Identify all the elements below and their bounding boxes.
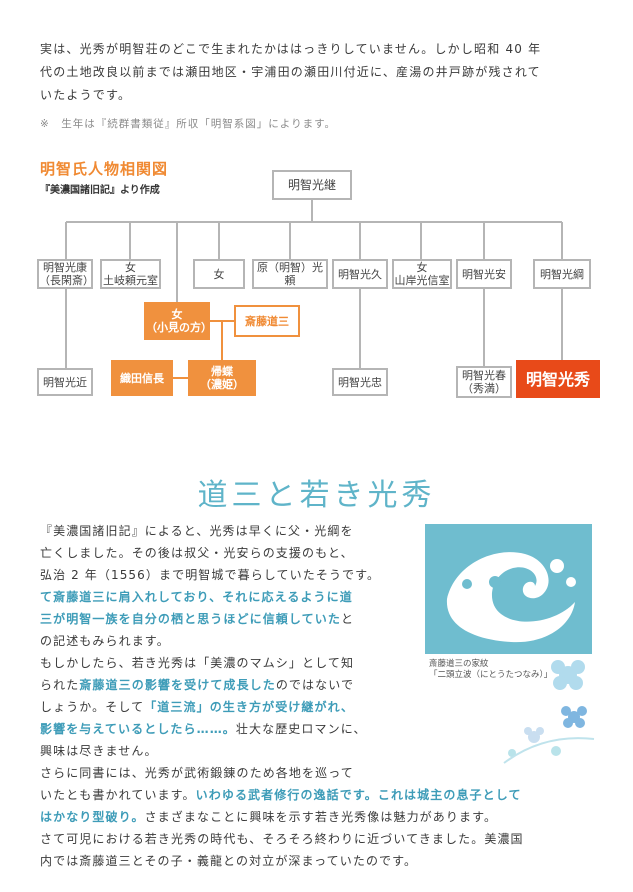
intro-line: いたようです。 — [40, 88, 132, 102]
body-line: 影響を与えているとしたら……。壮大な歴史ロマンに、 — [40, 722, 367, 736]
person-mitsutada: 明智光忠 — [332, 368, 388, 396]
person-daughter-yamagishi: 女山岸光信室 — [392, 259, 452, 289]
body-line: られた斎藤道三の影響を受けて成長したのではないで — [40, 678, 355, 692]
body-line: はかなり型破り。さまざまなことに興味を示す若き光秀像は魅力があります。 — [40, 810, 498, 824]
root-mitsutsugu: 明智光継 — [272, 170, 352, 200]
intro-line: 代の土地改良以前までは瀬田地区・宇浦田の瀬田川付近に、産湯の井戸跡が残されて — [40, 65, 541, 79]
body-line: もしかしたら、若き光秀は「美濃のマムシ」として知 — [40, 656, 355, 670]
person-mitsuhide: 明智光秀 — [516, 360, 600, 398]
body-line: 『美濃国諸旧記』によると、光秀は早くに父・光綱を — [40, 524, 354, 538]
person-mitsuhisa: 明智光久 — [332, 259, 388, 289]
body-line: の記述もみられます。 — [40, 634, 170, 648]
person-mitsuharu: 明智光春（秀満） — [456, 366, 512, 398]
person-mitsuchika: 明智光近 — [37, 368, 93, 396]
body-line: いたとも書かれています。いわゆる武者修行の逸話です。これは城主の息子として — [40, 788, 522, 802]
body-line: さて可児における若き光秀の時代も、そろそろ終わりに近づいてきました。美濃国 — [40, 832, 524, 846]
wave-crest-icon — [446, 552, 576, 643]
body-line: 内では斎藤道三とその子・義龍との対立が深まっていたのです。 — [40, 854, 418, 868]
person-mitsuyasu: 明智光康（長閑斎） — [37, 259, 94, 289]
body-line: さらに同書には、光秀が武術鍛錬のため各地を巡って — [40, 766, 354, 780]
person-mitsuyori: 原（明智）光頼 — [252, 259, 328, 289]
chart-source: 『美濃国諸旧記』より作成 — [40, 185, 160, 196]
birth-note: ※ 生年は『続群書類従』所収「明智系図」によります。 — [40, 118, 337, 130]
saito-crest-image — [425, 524, 592, 654]
person-omi-no-kata: 女（小見の方） — [144, 302, 212, 340]
body-line: 興味は尽きません。 — [40, 744, 158, 758]
body-line: 亡くしました。その後は叔父・光安らの支援のもと、 — [40, 546, 354, 560]
person-daughter: 女 — [193, 259, 245, 289]
person-mitsuyasu-an: 明智光安 — [456, 259, 512, 289]
family-tree-lines — [65, 200, 563, 379]
chart-title: 明智氏人物相関図 — [40, 160, 169, 178]
flower-decoration-icon — [503, 660, 595, 764]
person-saito-dosan: 斎藤道三 — [234, 305, 300, 337]
person-mitsutsuna: 明智光綱 — [533, 259, 591, 289]
person-kicho: 帰蝶（濃姫） — [188, 360, 256, 396]
body-line: 弘治 2 年（1556）まで明智城で暮らしていたそうです。 — [40, 568, 381, 582]
body-line-highlight: て斎藤道三に肩入れしており、それに応えるように道 — [40, 590, 353, 604]
crest-caption: 斎藤道三の家紋 「二頭立波（にとうたつなみ）」 — [429, 659, 553, 680]
intro-line: 実は、光秀が明智荘のどこで生まれたかははっきりしていません。しかし昭和 40 年 — [40, 42, 542, 56]
section-body: 『美濃国諸旧記』によると、光秀は早くに父・光綱を 亡くしました。その後は叔父・光… — [40, 520, 596, 872]
person-oda-nobunaga: 織田信長 — [111, 360, 173, 396]
body-line: 三が明智一族を自分の栖と思うほどに信頼していたと — [40, 612, 355, 626]
body-line: しょうか。そして「道三流」の生き方が受け継がれ、 — [40, 700, 354, 714]
person-daughter-toki: 女土岐頼元室 — [100, 259, 161, 289]
section-heading: 道三と若き光秀 — [197, 478, 436, 513]
intro-paragraph: 実は、光秀が明智荘のどこで生まれたかははっきりしていません。しかし昭和 40 年… — [40, 38, 596, 107]
